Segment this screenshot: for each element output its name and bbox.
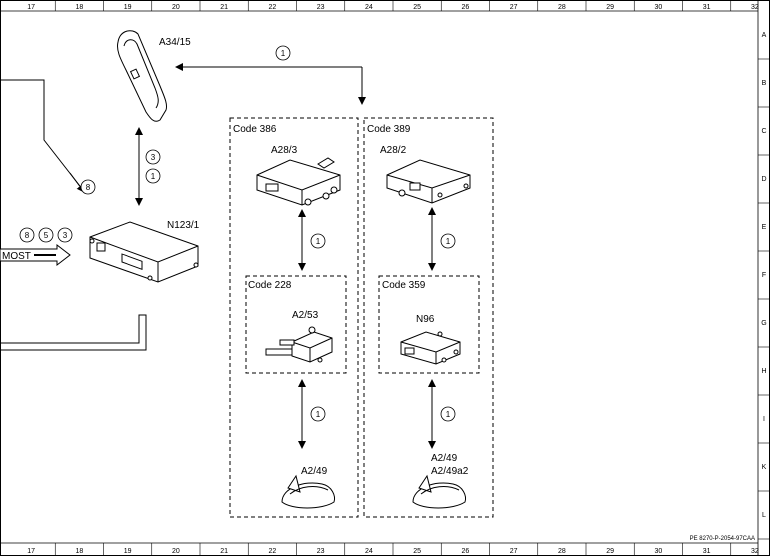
marker-vert-a: 3 bbox=[145, 149, 161, 165]
grid-row-label: G bbox=[761, 320, 766, 327]
grid-column-label: 25 bbox=[413, 548, 421, 555]
a2-49a2-label: A2/49a2 bbox=[431, 466, 469, 477]
dashed-groups bbox=[229, 117, 494, 518]
marker-l2: 1 bbox=[310, 406, 326, 422]
grid-column-label: 32 bbox=[751, 548, 759, 555]
grid-column-label: 26 bbox=[461, 548, 469, 555]
marker-most-a: 8 bbox=[19, 227, 35, 243]
grid-row-label: A bbox=[762, 32, 767, 39]
marker-l1: 1 bbox=[310, 233, 326, 249]
grid-column-label: 19 bbox=[124, 4, 132, 11]
svg-text:1: 1 bbox=[446, 410, 451, 419]
grid-row-label: L bbox=[762, 512, 766, 519]
a2-49-left-label: A2/49 bbox=[301, 466, 328, 477]
grid-column-label: 22 bbox=[268, 4, 276, 11]
document-reference: PE 8270-P-2054-97CAA bbox=[690, 536, 755, 542]
grid-column-label: 21 bbox=[220, 548, 228, 555]
svg-text:3: 3 bbox=[151, 153, 156, 162]
grid-column-label: 20 bbox=[172, 4, 180, 11]
grid-column-label: 29 bbox=[606, 548, 614, 555]
grid-row-label: F bbox=[762, 272, 766, 279]
a2-53-module bbox=[265, 326, 333, 363]
grid-column-label: 27 bbox=[510, 4, 518, 11]
grid-column-label: 31 bbox=[703, 4, 711, 11]
grid-column-label: 22 bbox=[268, 548, 276, 555]
grid-column-label: 23 bbox=[317, 548, 325, 555]
marker-most-b: 5 bbox=[38, 227, 54, 243]
grid-row-label: I bbox=[763, 416, 765, 423]
n96-module bbox=[400, 331, 461, 365]
svg-text:8: 8 bbox=[25, 231, 30, 240]
marker-diag: 8 bbox=[80, 179, 96, 195]
marker-top: 1 bbox=[275, 45, 291, 61]
svg-text:1: 1 bbox=[446, 237, 451, 246]
n123-1-label: N123/1 bbox=[167, 220, 200, 231]
grid-column-label: 32 bbox=[751, 4, 759, 11]
grid-column-label: 18 bbox=[75, 4, 83, 11]
code-386-label: Code 386 bbox=[233, 124, 277, 135]
a34-15-module bbox=[117, 30, 167, 122]
grid-column-label: 21 bbox=[220, 4, 228, 11]
svg-text:1: 1 bbox=[281, 49, 286, 58]
code-359-label: Code 359 bbox=[382, 280, 426, 291]
grid-column-label: 17 bbox=[27, 4, 35, 11]
a2-49-antenna-left bbox=[281, 474, 335, 509]
grid-column-label: 17 bbox=[27, 548, 35, 555]
grid-column-label: 24 bbox=[365, 548, 373, 555]
a28-3-label: A28/3 bbox=[271, 145, 298, 156]
a28-2-module bbox=[386, 159, 471, 204]
grid-column-label: 29 bbox=[606, 4, 614, 11]
code-228-label: Code 228 bbox=[248, 280, 292, 291]
a2-53-label: A2/53 bbox=[292, 310, 319, 321]
grid-column-label: 24 bbox=[365, 4, 373, 11]
grid-column-label: 20 bbox=[172, 548, 180, 555]
grid-row-label: E bbox=[762, 224, 767, 231]
code-389-label: Code 389 bbox=[367, 124, 411, 135]
a2-49-right-label: A2/49 bbox=[431, 453, 458, 464]
n123-1-module bbox=[89, 221, 199, 283]
grid-column-label: 28 bbox=[558, 4, 566, 11]
most-label: MOST bbox=[2, 251, 31, 262]
grid-column-label: 26 bbox=[461, 4, 469, 11]
a28-2-label: A28/2 bbox=[380, 145, 407, 156]
svg-text:1: 1 bbox=[151, 172, 156, 181]
grid-column-label: 28 bbox=[558, 548, 566, 555]
grid-row-label: B bbox=[762, 80, 767, 87]
grid-column-label: 30 bbox=[654, 548, 662, 555]
grid-column-label: 23 bbox=[317, 4, 325, 11]
marker-r2: 1 bbox=[440, 406, 456, 422]
grid-row-label: C bbox=[761, 128, 766, 135]
grid-column-label: 27 bbox=[510, 548, 518, 555]
marker-vert-b: 1 bbox=[145, 168, 161, 184]
grid-column-label: 18 bbox=[75, 548, 83, 555]
marker-r1: 1 bbox=[440, 233, 456, 249]
grid-row-label: K bbox=[762, 464, 767, 471]
a28-3-module bbox=[256, 157, 341, 206]
grid-row-label: H bbox=[761, 368, 766, 375]
n96-label: N96 bbox=[416, 314, 435, 325]
svg-text:1: 1 bbox=[316, 237, 321, 246]
left-wiring bbox=[0, 79, 147, 351]
svg-text:8: 8 bbox=[86, 183, 91, 192]
grid-column-label: 30 bbox=[654, 4, 662, 11]
grid-column-label: 19 bbox=[124, 548, 132, 555]
marker-most-c: 3 bbox=[57, 227, 73, 243]
grid-column-label: 25 bbox=[413, 4, 421, 11]
grid-column-label: 31 bbox=[703, 548, 711, 555]
grid-row-label: D bbox=[761, 176, 766, 183]
a2-49-antenna-right bbox=[412, 474, 466, 509]
svg-text:1: 1 bbox=[316, 410, 321, 419]
svg-text:3: 3 bbox=[63, 231, 68, 240]
a34-15-label: A34/15 bbox=[159, 37, 191, 48]
svg-text:5: 5 bbox=[44, 231, 49, 240]
